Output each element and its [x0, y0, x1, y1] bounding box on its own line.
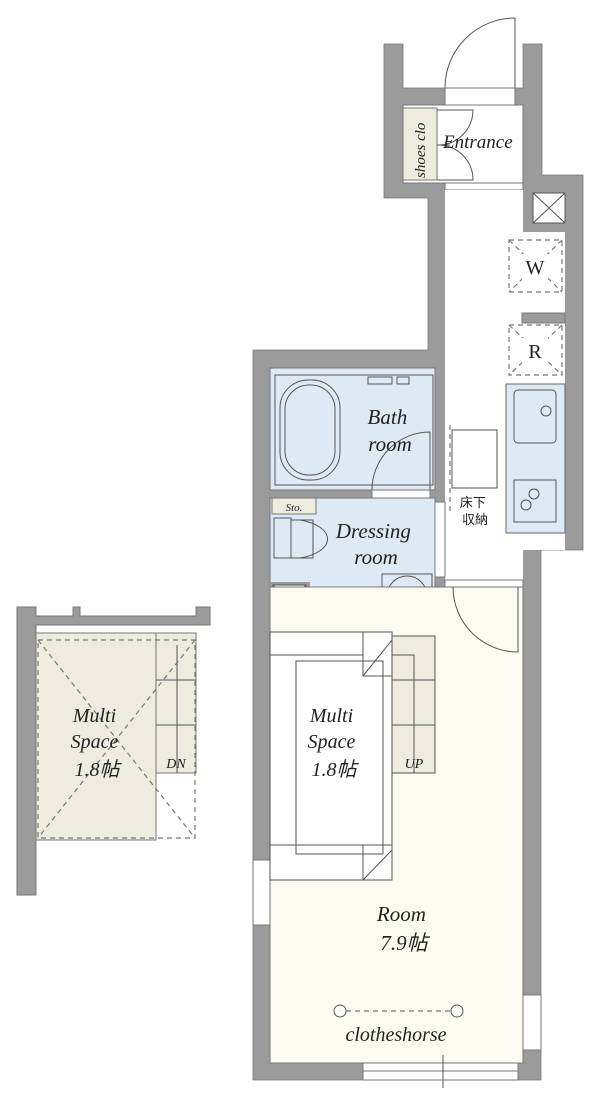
main-room — [252, 586, 542, 1088]
multi-space-line3: 1.8帖 — [312, 759, 360, 781]
dressing-label-line1: Dressing — [335, 519, 411, 543]
washer-space — [508, 239, 563, 293]
kitchen-counter — [505, 383, 566, 534]
multi-space-line1: Multi — [309, 705, 353, 727]
up-label: UP — [405, 757, 424, 772]
loft-plan — [16, 606, 211, 896]
dressing-label-line2: room — [354, 545, 398, 569]
multi-space-line2: Space — [308, 731, 356, 753]
fridge-label: R — [528, 341, 542, 363]
shoes-closet-label: shoes clo — [413, 122, 429, 178]
bath-label: Bath room — [368, 405, 413, 456]
fridge-space — [508, 324, 563, 376]
room-label-line1: Room — [376, 902, 426, 926]
room-label: Room 7.9帖 — [376, 902, 431, 955]
washer-label: W — [526, 257, 545, 279]
clotheshorse-label: clotheshorse — [345, 1024, 446, 1046]
bathroom — [269, 367, 436, 499]
stairs-up — [391, 635, 436, 774]
bathtub-icon — [279, 379, 341, 481]
loft-multi-space-line2: Space — [71, 731, 119, 753]
storage-label: Sto. — [286, 502, 303, 514]
bath-label-line2: room — [368, 432, 412, 456]
entrance-area — [402, 17, 524, 191]
window — [252, 859, 271, 926]
dressing-label: Dressing room — [335, 519, 416, 569]
underfloor-storage-label: 床下 収納 — [460, 496, 490, 528]
underfloor-label-line1: 床下 — [460, 496, 486, 511]
clotheshorse — [333, 1004, 464, 1018]
room-label-line2: 7.9帖 — [380, 931, 430, 955]
underfloor-storage — [449, 425, 498, 515]
room-door-frame — [444, 579, 524, 588]
stove-icon — [513, 479, 557, 523]
entrance-label: Entrance — [442, 132, 513, 153]
dn-label: DN — [165, 757, 186, 772]
wall-bump — [521, 312, 566, 324]
bath-label-line1: Bath — [368, 405, 408, 429]
underfloor-label-line2: 収納 — [462, 513, 488, 528]
loft-multi-space-line3: 1.8帖 — [75, 759, 123, 781]
sink-icon — [513, 389, 557, 444]
multi-space-label: Multi Space 1.8帖 — [308, 705, 361, 781]
pipe-shaft-icon — [532, 192, 566, 224]
loft-multi-space-label: Multi Space 1.8帖 — [71, 705, 124, 781]
loft-multi-space-line1: Multi — [72, 705, 116, 727]
window — [522, 994, 542, 1051]
toilet-icon — [273, 517, 292, 559]
